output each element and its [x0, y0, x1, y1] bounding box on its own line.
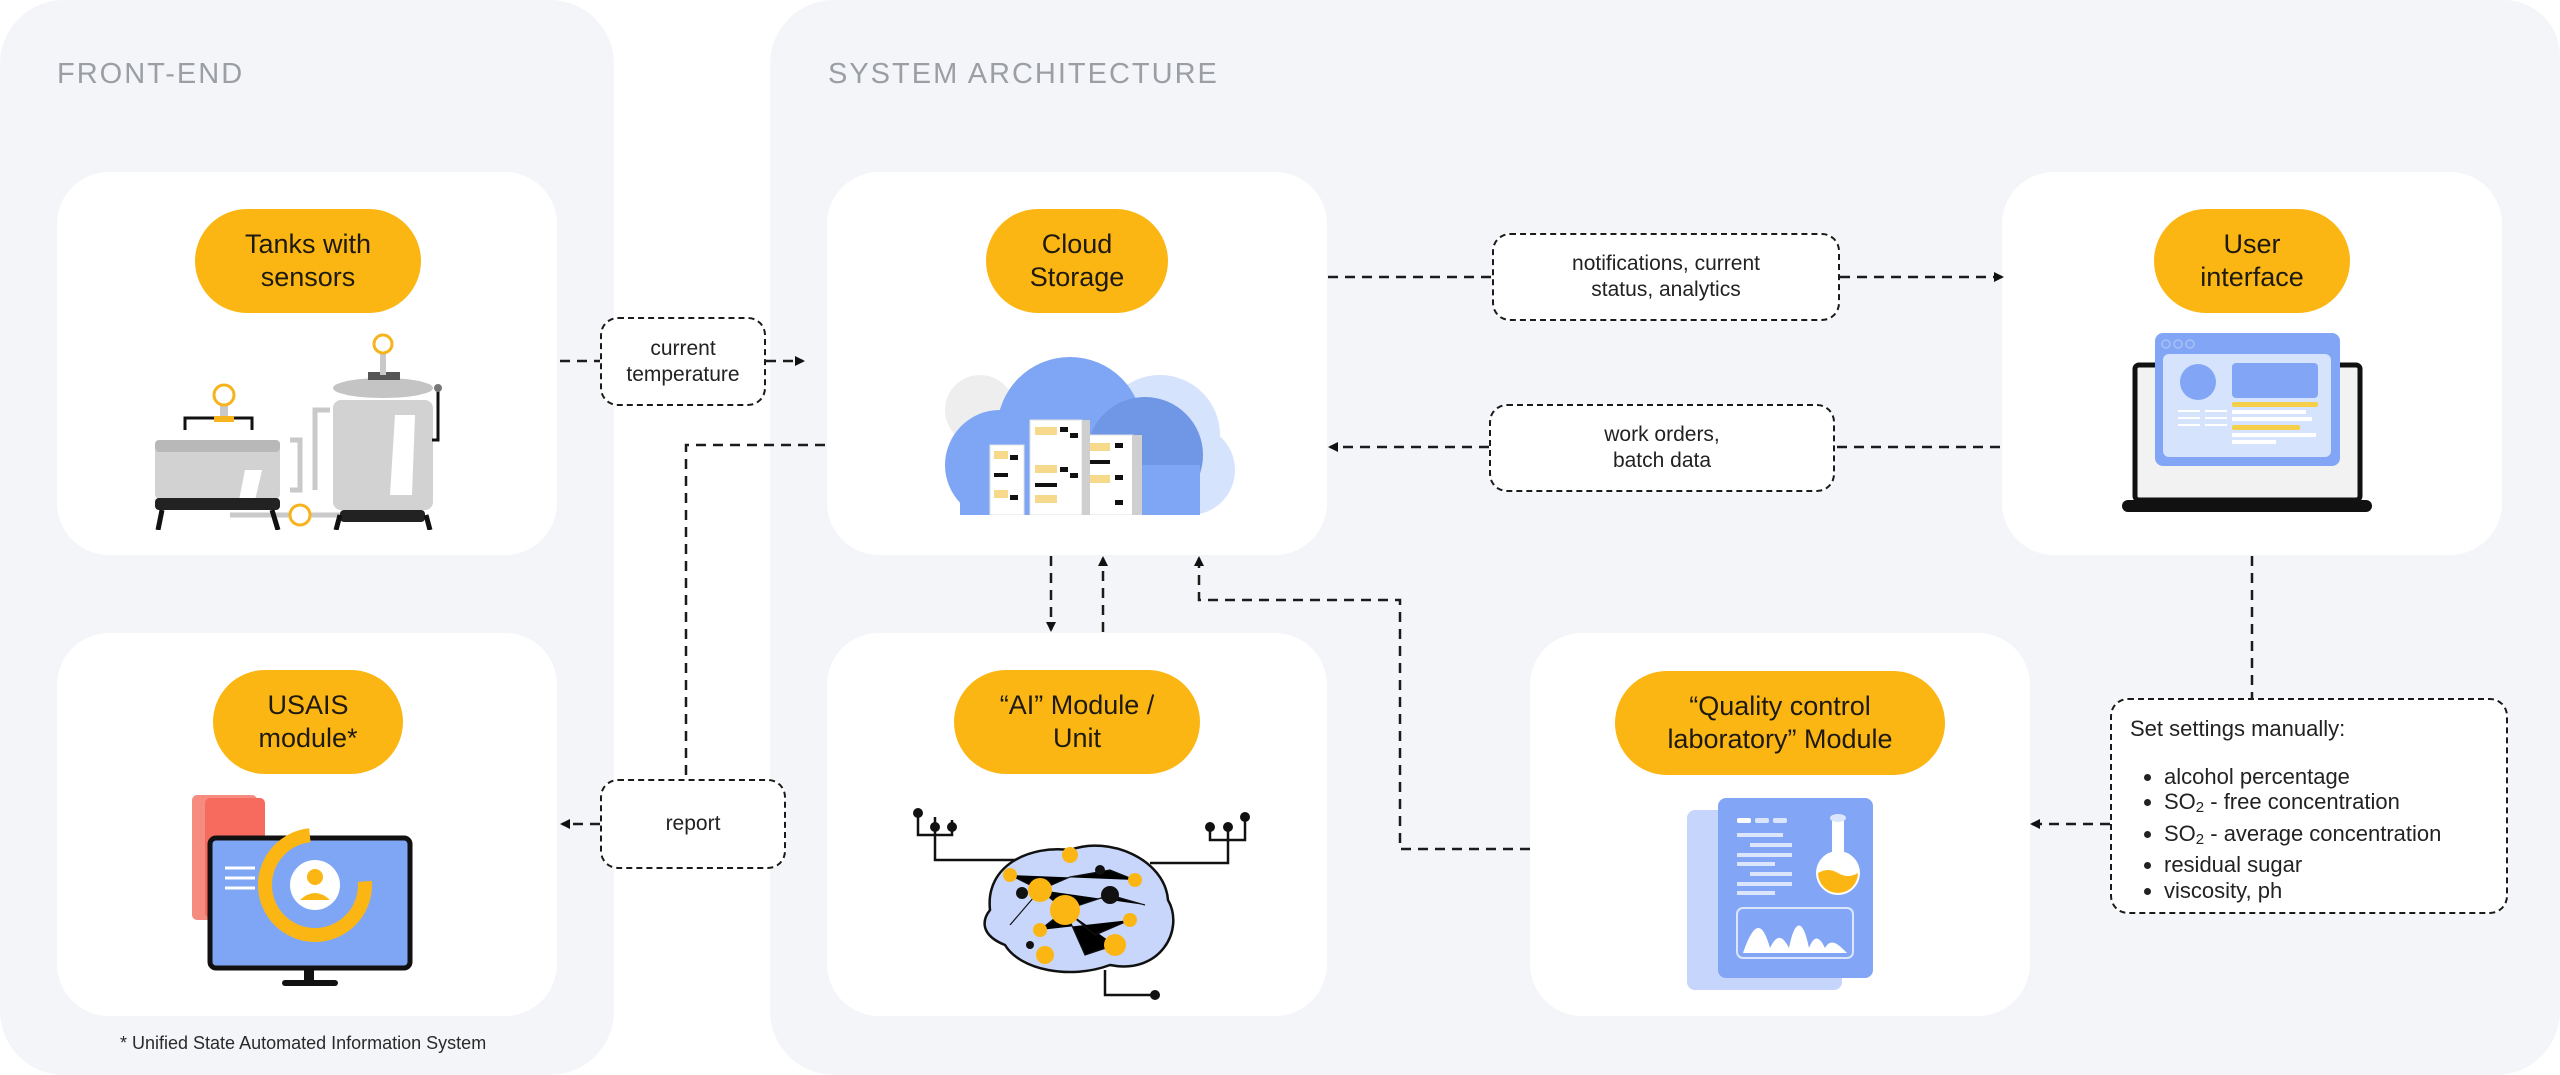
flow-work-orders: work orders, batch data	[1489, 404, 1835, 492]
flow-current-temperature: current temperature	[600, 317, 766, 406]
ui-pill: User interface	[2154, 209, 2350, 313]
settings-item: alcohol percentage	[2164, 764, 2488, 790]
settings-item: SO2 - free concentration	[2164, 789, 2488, 821]
laptop-dashboard-icon	[2122, 333, 2372, 512]
manual-settings-box: Set settings manually: alcohol percentag…	[2110, 698, 2508, 914]
tanks-pill: Tanks with sensors	[195, 209, 421, 313]
settings-item: viscosity, ph	[2164, 878, 2488, 904]
settings-title: Set settings manually:	[2130, 716, 2346, 741]
frontend-title: FRONT-END	[57, 58, 245, 90]
tanks-icon	[155, 333, 442, 530]
settings-list: alcohol percentage SO2 - free concentrat…	[2130, 764, 2488, 904]
qc-pill: “Quality control laboratory” Module	[1615, 671, 1945, 775]
architecture-title: SYSTEM ARCHITECTURE	[828, 58, 1219, 90]
flow-notifications: notifications, current status, analytics	[1492, 233, 1840, 321]
lab-report-icon	[1687, 798, 1873, 990]
settings-item: residual sugar	[2164, 852, 2488, 878]
cloud-pill: Cloud Storage	[986, 209, 1168, 313]
ai-pill: “AI” Module / Unit	[954, 670, 1200, 774]
cloud-server-icon	[945, 357, 1235, 515]
footnote: * Unified State Automated Information Sy…	[120, 1033, 487, 1053]
brain-network-icon	[913, 808, 1250, 1000]
settings-item: SO2 - average concentration	[2164, 821, 2488, 853]
usais-monitor-icon	[192, 795, 413, 986]
usais-pill: USAIS module*	[213, 670, 403, 774]
flow-report: report	[600, 779, 786, 869]
